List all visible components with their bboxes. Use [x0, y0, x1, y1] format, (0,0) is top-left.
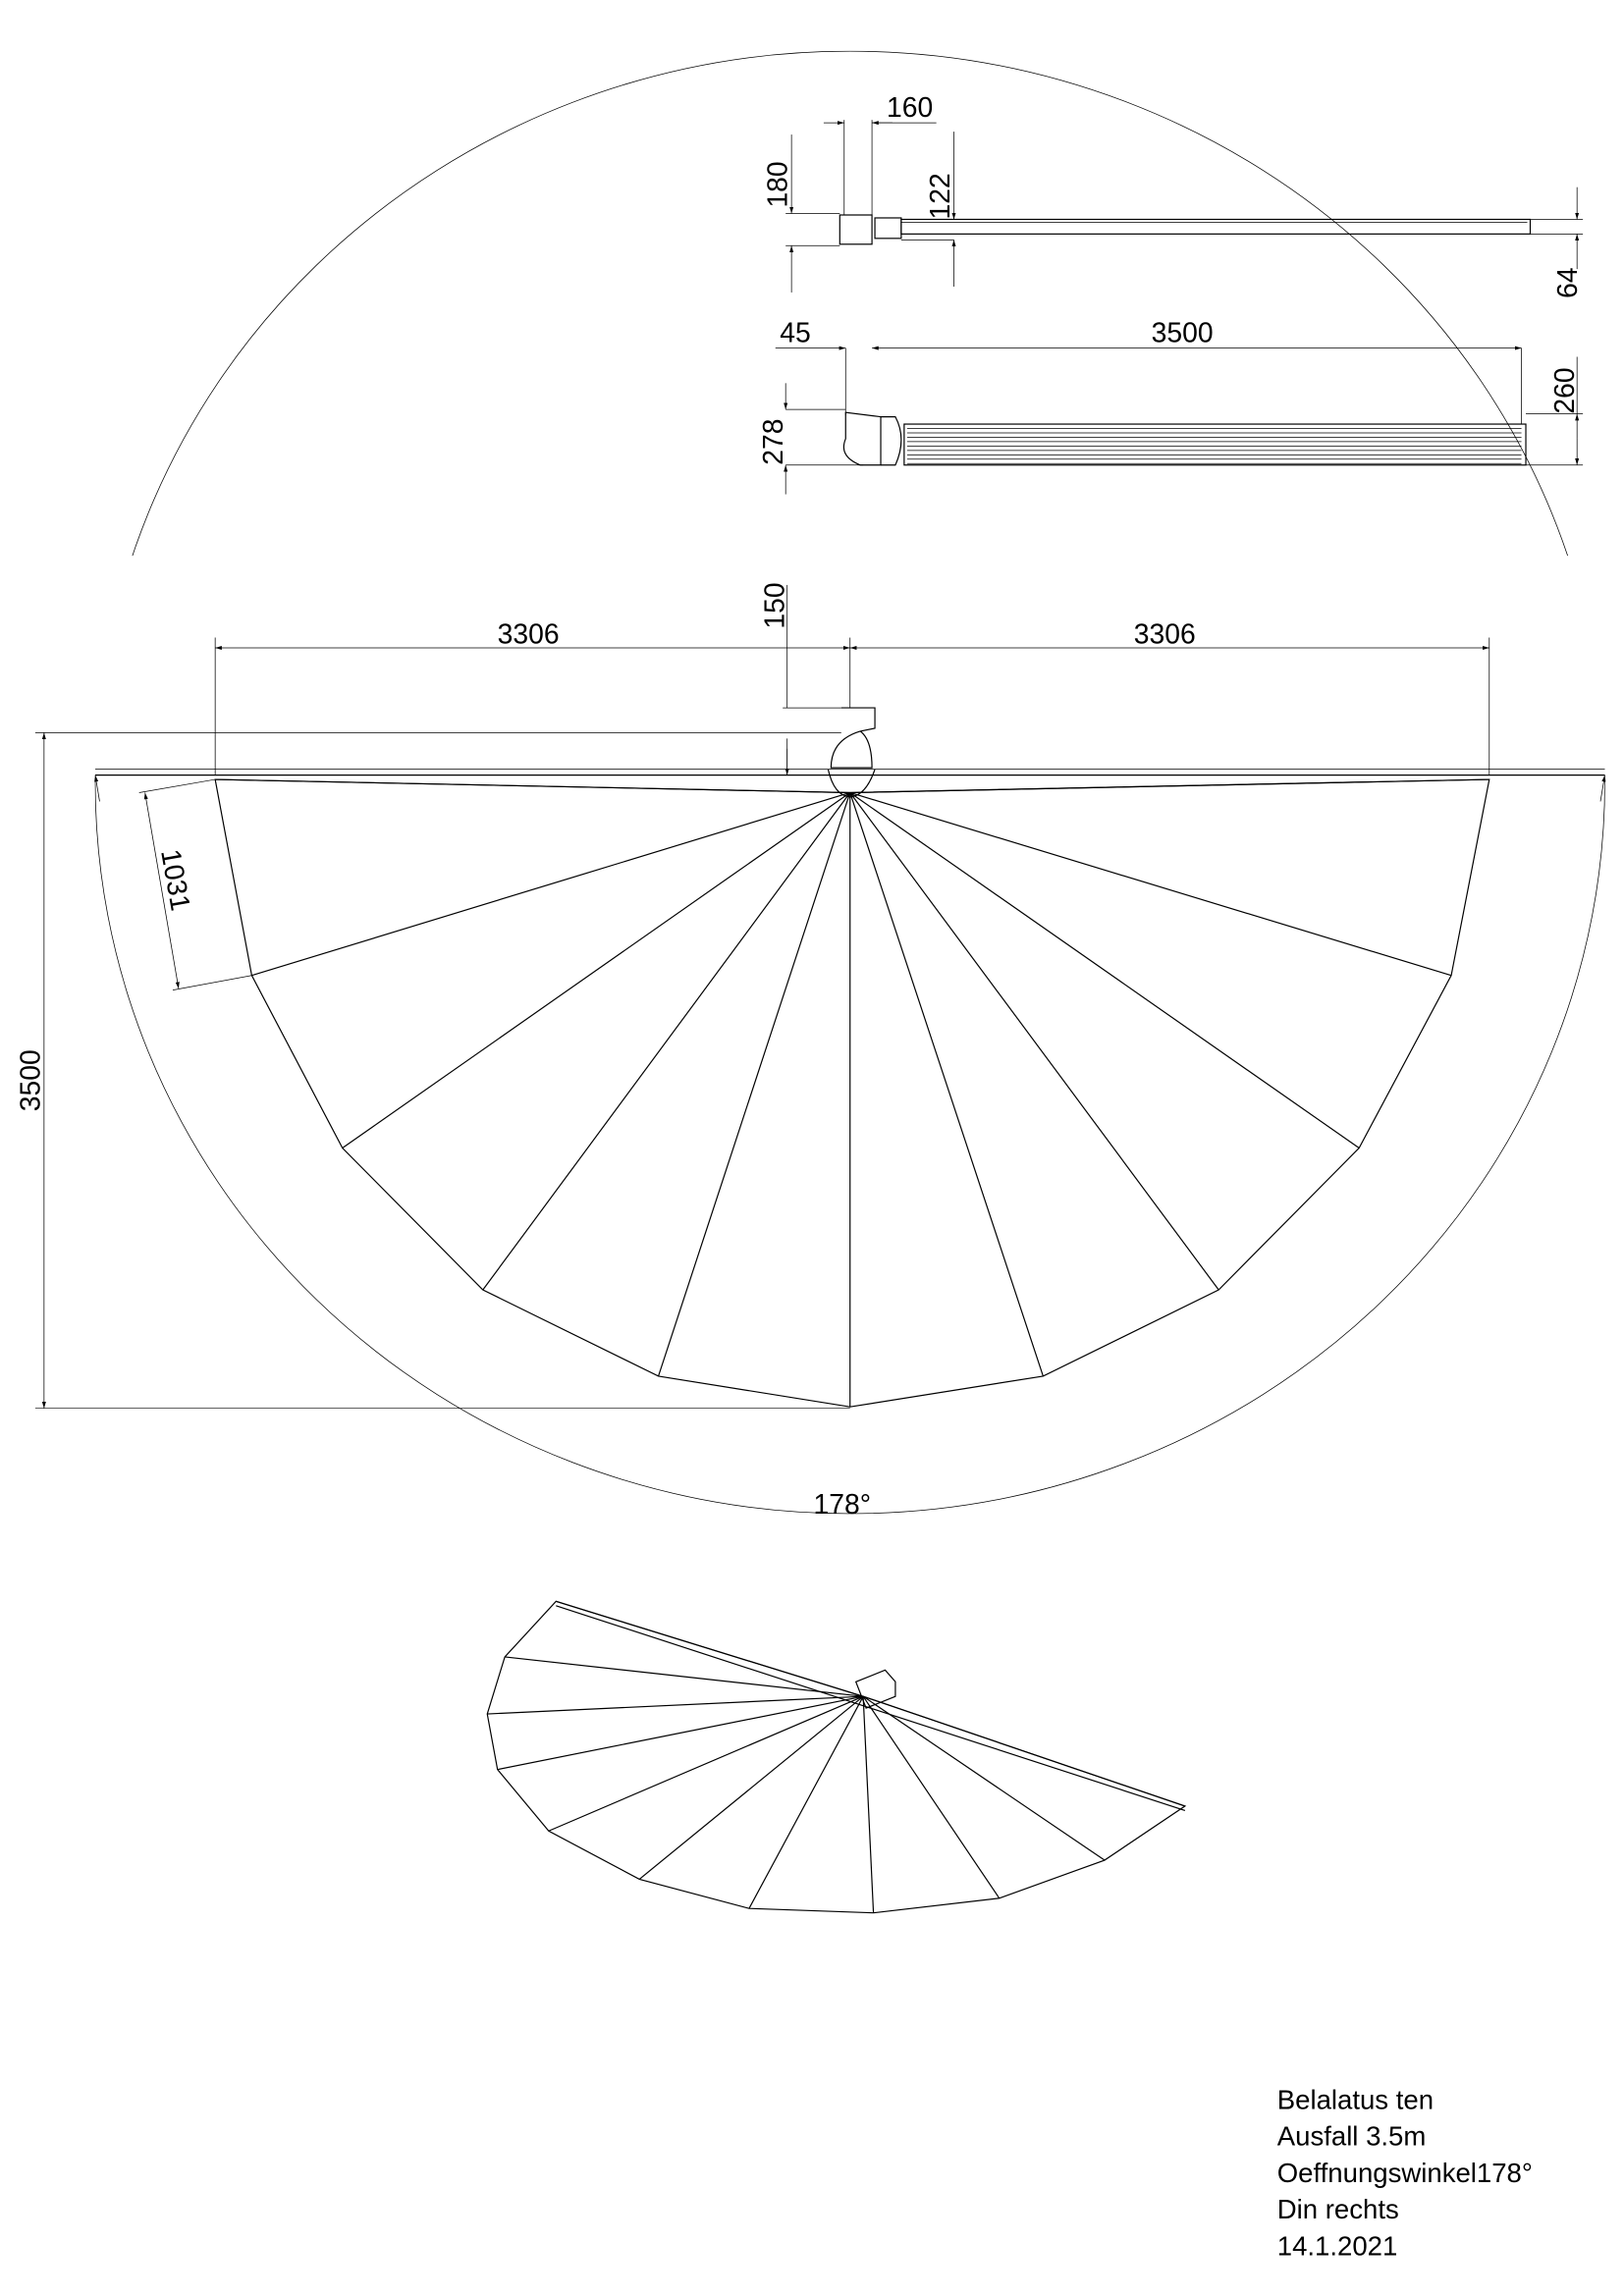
- iso-rib: [638, 1695, 864, 1880]
- iso-fan-outline: [486, 1600, 1187, 1914]
- dim-opening-angle: 178°: [813, 1488, 871, 1520]
- iso-rib: [548, 1695, 864, 1832]
- iso-rib: [862, 1695, 1001, 1899]
- iso-front-bar: [556, 1605, 1186, 1811]
- title-line-projection: Ausfall 3.5m: [1277, 2121, 1427, 2152]
- arm-joint: [874, 217, 902, 240]
- dim-3500-roller: 3500: [1152, 317, 1214, 348]
- dim-64: 64: [1551, 267, 1583, 297]
- dim-180: 180: [762, 161, 793, 207]
- dim-260: 260: [1548, 367, 1580, 413]
- dim-1031: 1031: [155, 847, 196, 914]
- iso-rib: [497, 1695, 864, 1771]
- hub: [827, 769, 876, 798]
- fan-rib: [342, 791, 851, 1148]
- fan-outline: [214, 778, 1490, 1408]
- arm-rail: [900, 218, 1532, 235]
- fan-rib: [658, 792, 851, 1377]
- mount-bracket: [842, 411, 882, 466]
- dim-278: 278: [757, 419, 788, 465]
- dim-3306-right: 3306: [1134, 618, 1196, 650]
- mount: [830, 707, 876, 769]
- dim-150: 150: [759, 582, 790, 628]
- title-line-model: Belalatus ten: [1277, 2084, 1434, 2114]
- dim-3500-projection: 3500: [14, 1049, 45, 1111]
- wall-bracket: [839, 214, 873, 245]
- iso-rib: [556, 1600, 864, 1697]
- side-view: 160 180 122 64: [762, 91, 1583, 298]
- iso-mount: [854, 1669, 896, 1709]
- dim-45: 45: [780, 317, 810, 348]
- roller-cover: [903, 423, 1527, 466]
- iso-rib: [862, 1695, 1186, 1807]
- fan-rib: [849, 791, 1452, 977]
- plan-view: 3306 3306 150 3500 1031 178°: [0, 51, 1624, 1520]
- dim-3306-left: 3306: [498, 618, 560, 650]
- fan-rib: [215, 778, 850, 794]
- fan-rib: [482, 792, 851, 1291]
- iso-rib: [748, 1695, 864, 1909]
- dim-160: 160: [887, 91, 933, 123]
- fan-rib: [849, 778, 1489, 794]
- fan-rib: [251, 791, 850, 977]
- iso-rib: [505, 1656, 864, 1697]
- fan-rib: [849, 791, 1360, 1148]
- swing-arc: [95, 51, 1604, 1514]
- roller-view: 45 3500 278 260: [757, 317, 1584, 495]
- title-line-date: 14.1.2021: [1277, 2230, 1398, 2261]
- iso-rib: [862, 1695, 1106, 1861]
- fan-rib: [849, 792, 1044, 1377]
- isometric-view: [486, 1600, 1187, 1914]
- title-line-side: Din rechts: [1277, 2194, 1399, 2224]
- iso-rib: [862, 1696, 875, 1913]
- roller-cap: [881, 415, 902, 466]
- title-line-angle: Oeffnungswinkel178°: [1277, 2158, 1533, 2188]
- fan-rib: [849, 792, 1219, 1291]
- title-block: Belalatus ten Ausfall 3.5m Oeffnungswink…: [1277, 2084, 1533, 2261]
- dim-122: 122: [924, 173, 955, 219]
- iso-rib: [487, 1695, 864, 1715]
